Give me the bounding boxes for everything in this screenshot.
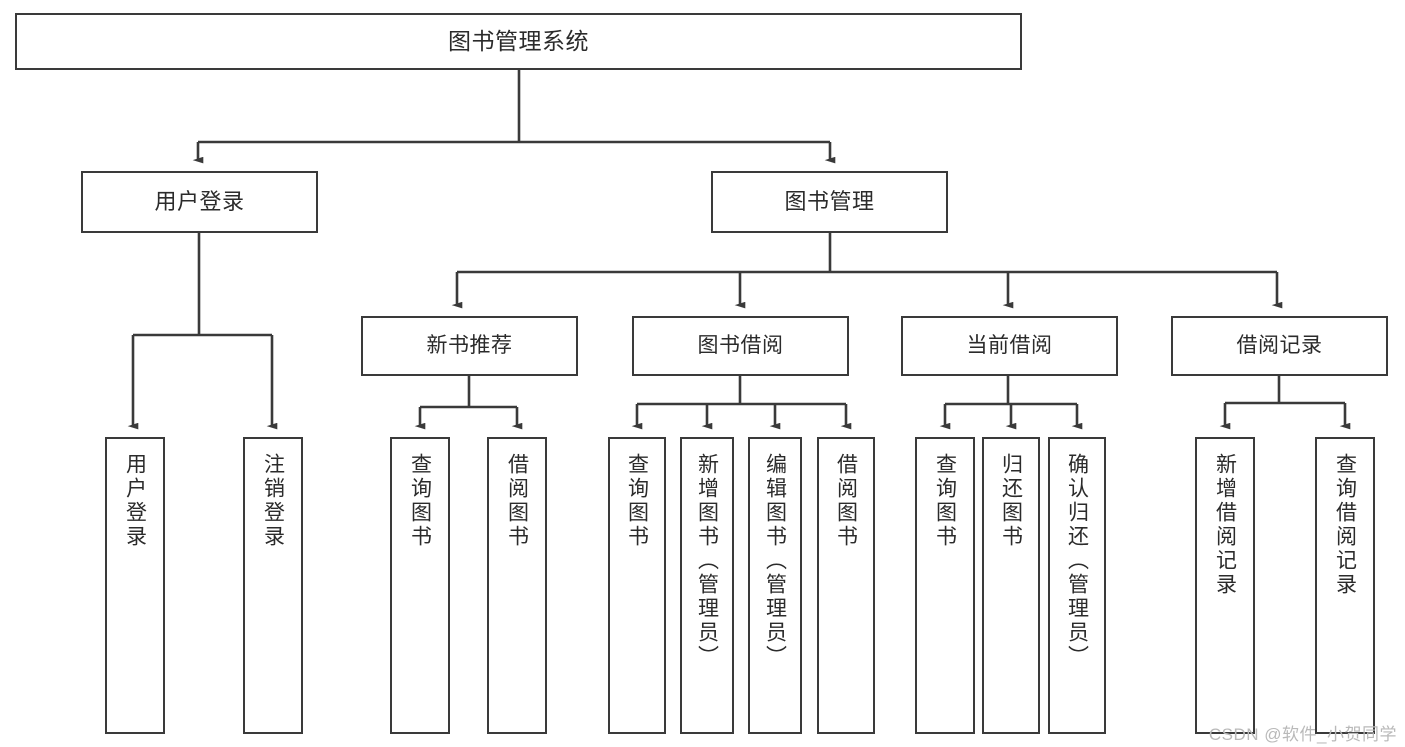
node-label: 借阅图书	[834, 453, 858, 549]
node-new-book-recommend[interactable]: 新书推荐	[361, 316, 578, 376]
node-leaf-query-book-borrow[interactable]: 查询图书	[608, 437, 666, 734]
node-label: 当前借阅	[966, 333, 1053, 357]
node-leaf-query-borrow-record[interactable]: 查询借阅记录	[1315, 437, 1375, 734]
node-label: 注销登录	[261, 453, 285, 549]
node-leaf-query-book-current[interactable]: 查询图书	[915, 437, 975, 734]
node-label: 图书借阅	[697, 333, 784, 357]
node-label: 编辑图书（管理员）	[763, 453, 787, 669]
node-book-management-system[interactable]: 图书管理系统	[15, 13, 1022, 70]
node-leaf-borrow-book-recommend[interactable]: 借阅图书	[487, 437, 547, 734]
node-label: 查询图书	[933, 453, 957, 549]
node-book-management[interactable]: 图书管理	[711, 171, 948, 233]
node-borrow-record[interactable]: 借阅记录	[1171, 316, 1388, 376]
node-leaf-user-login[interactable]: 用户登录	[105, 437, 165, 734]
node-label: 查询图书	[408, 453, 432, 549]
node-leaf-query-book-recommend[interactable]: 查询图书	[390, 437, 450, 734]
node-label: 图书管理	[784, 189, 875, 215]
node-label: 新书推荐	[426, 333, 513, 357]
node-label: 新增借阅记录	[1213, 453, 1237, 597]
node-book-borrow[interactable]: 图书借阅	[632, 316, 849, 376]
node-label: 归还图书	[999, 453, 1023, 549]
csdn-watermark: CSDN @软件_小贺同学	[1208, 725, 1397, 744]
node-label: 用户登录	[154, 189, 245, 215]
node-label: 新增图书（管理员）	[695, 453, 719, 669]
node-current-borrow[interactable]: 当前借阅	[901, 316, 1118, 376]
node-label: 图书管理系统	[448, 27, 589, 54]
node-label: 查询图书	[625, 453, 649, 549]
node-label: 用户登录	[123, 453, 147, 549]
node-leaf-edit-book-admin[interactable]: 编辑图书（管理员）	[748, 437, 802, 734]
node-leaf-add-book-admin[interactable]: 新增图书（管理员）	[680, 437, 734, 734]
node-label: 确认归还（管理员）	[1065, 453, 1089, 669]
node-label: 查询借阅记录	[1333, 453, 1357, 597]
node-leaf-return-book[interactable]: 归还图书	[982, 437, 1040, 734]
node-user-login[interactable]: 用户登录	[81, 171, 318, 233]
node-leaf-confirm-return-admin[interactable]: 确认归还（管理员）	[1048, 437, 1106, 734]
node-leaf-logout[interactable]: 注销登录	[243, 437, 303, 734]
node-leaf-borrow-book[interactable]: 借阅图书	[817, 437, 875, 734]
node-label: 借阅图书	[505, 453, 529, 549]
node-label: 借阅记录	[1236, 333, 1323, 357]
node-leaf-add-borrow-record[interactable]: 新增借阅记录	[1195, 437, 1255, 734]
